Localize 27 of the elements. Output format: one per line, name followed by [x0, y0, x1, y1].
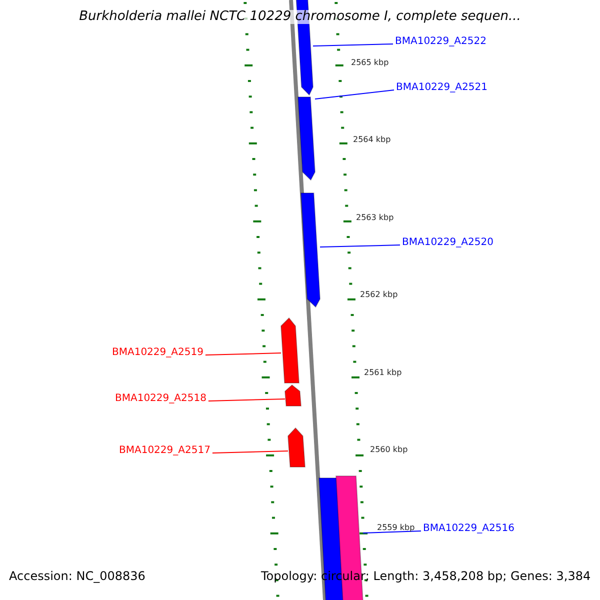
- gene-label: BMA10229_A2519: [112, 347, 204, 359]
- gene-label: BMA10229_A2520: [402, 237, 494, 249]
- leader-line: [320, 244, 400, 248]
- scale-label: 2565 kbp: [351, 58, 389, 68]
- leader-line: [212, 450, 288, 454]
- scale-label: 2563 kbp: [356, 213, 394, 223]
- gene-label: BMA10229_A2516: [423, 523, 514, 535]
- scale-label: 2561 kbp: [364, 368, 402, 378]
- scale-label: 2564 kbp: [353, 135, 391, 145]
- gene-feature: [301, 193, 320, 307]
- gene-label: BMA10229_A2518: [115, 393, 206, 405]
- scale-label: 2562 kbp: [360, 290, 398, 300]
- scale-label: 2559 kbp: [377, 523, 415, 533]
- gene-feature: [285, 385, 301, 406]
- gene-label: BMA10229_A2521: [396, 82, 488, 94]
- footer-text: Accession: NC_008836: [9, 569, 146, 583]
- leader-line: [312, 44, 394, 46]
- scale-label: 2560 kbp: [370, 445, 408, 455]
- leader-line: [204, 352, 282, 356]
- gene-label: BMA10229_A2517: [119, 445, 210, 457]
- leader-line: [208, 398, 286, 402]
- gene-feature: [288, 428, 305, 467]
- gene-label: BMA10229_A2522: [395, 36, 486, 48]
- footer-text: Topology: circular; Length: 3,458,208 bp; Genes: 3,384: [261, 569, 591, 583]
- leader-line: [314, 90, 394, 100]
- leader-line: [362, 530, 422, 534]
- gene-feature: [298, 97, 315, 180]
